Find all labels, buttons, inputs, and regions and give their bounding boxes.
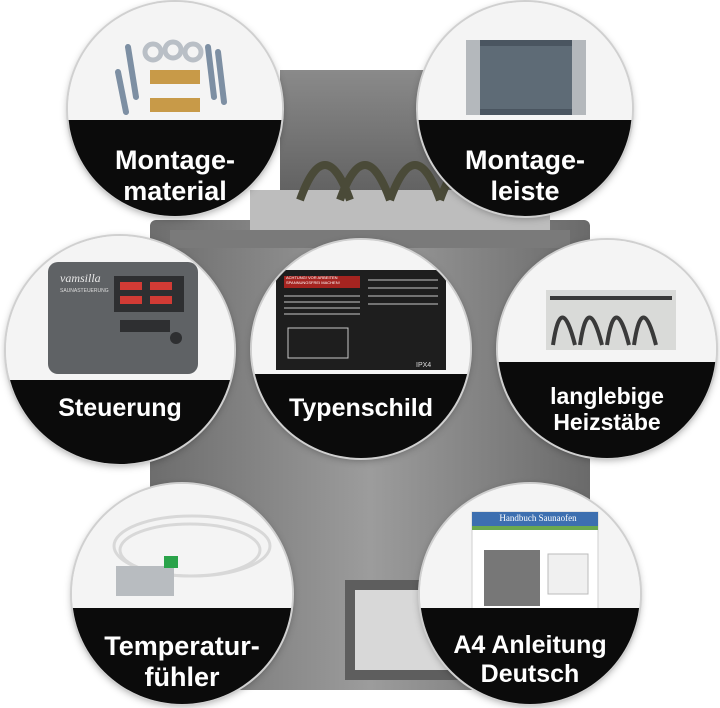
label-line-2: fühler [144, 662, 220, 693]
label-band [68, 120, 282, 216]
warning-text: ACHTUNG! VOR ARBEITEN SPANNUNGSFREI MACH… [286, 275, 340, 285]
feature-label: Montage- leiste [418, 145, 632, 207]
feature-label: A4 Anleitung Deutsch [420, 631, 640, 689]
ip-rating: IPX4 [416, 362, 432, 369]
label-band [6, 380, 234, 464]
label-line-2: Deutsch [480, 659, 580, 688]
controller-image [6, 236, 234, 376]
label-line-2: material [123, 176, 227, 207]
controller-brand: vamsilla [60, 271, 101, 285]
label-band [72, 608, 292, 704]
label-band [252, 374, 470, 458]
feature-temperature-sensor: Temperatur- fühler [72, 484, 292, 704]
label-line-1: Montage- [115, 145, 235, 175]
controller-caption: SAUNASTEUERUNG [60, 288, 109, 294]
temperature-sensor-image [72, 484, 292, 614]
mounting-material-image [68, 2, 282, 122]
label-line-1: Temperatur- [104, 631, 260, 661]
label-line-2: leiste [490, 176, 560, 207]
label-band [418, 120, 632, 216]
feature-mounting-rail: Montage- leiste [418, 2, 632, 216]
type-plate-image [252, 240, 470, 370]
manual-image [420, 484, 640, 614]
manual-title: Handbuch Saunaofen [499, 513, 577, 523]
feature-heating-elements: langlebige Heizstäbe [498, 240, 716, 458]
label-line-1: Montage- [465, 145, 585, 175]
label-band [498, 362, 716, 458]
feature-label: Steuerung [6, 394, 234, 423]
label-line-1: Typenschild [288, 394, 433, 422]
feature-manual: Handbuch Saunaofen A4 Anleitung Deutsch [420, 484, 640, 704]
feature-label: Temperatur- fühler [72, 631, 292, 693]
label-line-1: Steuerung [58, 394, 182, 422]
heating-elements-image [498, 240, 716, 360]
label-band [420, 608, 640, 704]
feature-mounting-material: Montage- material [68, 2, 282, 216]
feature-label: Montage- material [68, 145, 282, 207]
mounting-rail-image [418, 2, 632, 122]
label-line-2: Heizstäbe [553, 409, 661, 436]
label-line-1: langlebige [550, 383, 664, 409]
label-line-1: A4 Anleitung [453, 631, 607, 659]
feature-type-plate: ACHTUNG! VOR ARBEITEN SPANNUNGSFREI MACH… [252, 240, 470, 458]
feature-label: Typenschild [252, 394, 470, 423]
feature-label: langlebige Heizstäbe [498, 383, 716, 436]
feature-controller: vamsilla SAUNASTEUERUNG Steuerung [6, 236, 234, 464]
